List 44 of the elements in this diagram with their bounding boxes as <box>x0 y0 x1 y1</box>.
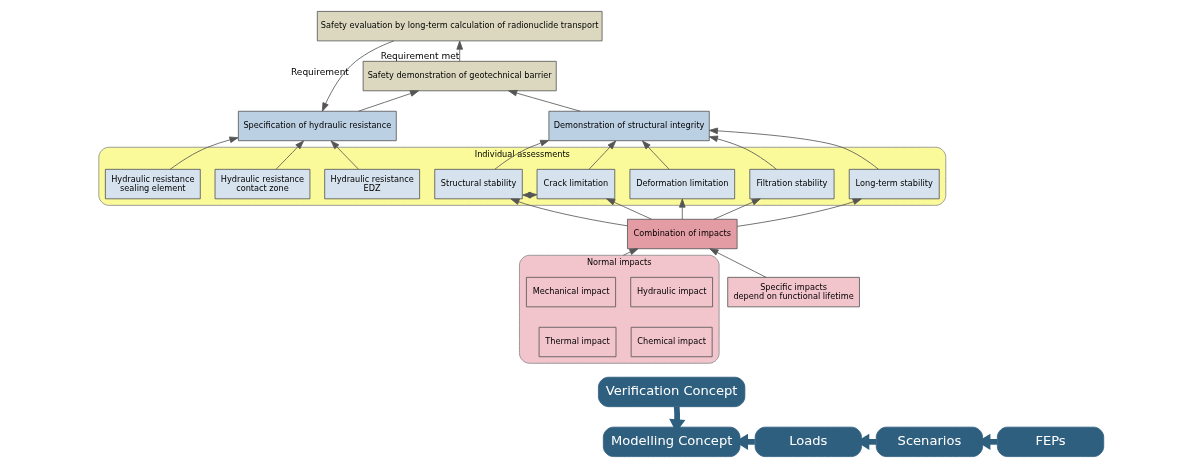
node-box: FEPs <box>996 426 1105 457</box>
arrow <box>679 198 686 220</box>
arrow <box>330 140 359 170</box>
arrow <box>358 90 420 112</box>
arrow <box>713 198 761 220</box>
arrow <box>709 248 767 278</box>
node-box: Hydraulic resistance contact zone <box>214 168 311 200</box>
node-box: Safety evaluation by long-term calculation of radionuclide transport <box>316 11 603 42</box>
arrow <box>606 198 652 220</box>
node-box: Specification of hydraulic resistance <box>237 110 397 142</box>
node-box: Crack limitation <box>536 168 616 200</box>
arrow <box>736 198 862 227</box>
node-box: Structural stability <box>434 168 523 200</box>
node-box: Chemical impact <box>630 326 713 358</box>
arrow <box>456 40 463 62</box>
node-box: Mechanical impact <box>526 276 616 308</box>
node-box: Safety demonstration of geotechnical barrier <box>362 60 557 92</box>
node-box: Demonstration of structural integrity <box>548 110 710 142</box>
node-box: Hydraulic resistance EDZ <box>324 168 420 200</box>
node-box: Specific impacts depend on functional lifetime <box>727 276 860 308</box>
edge-label: Requirement <box>291 66 349 77</box>
arrow <box>622 248 639 256</box>
arrow <box>708 127 879 170</box>
node-box: Combination of impacts <box>627 218 738 250</box>
node-box: Filtration stability <box>749 168 835 200</box>
node-box: Thermal impact <box>538 326 617 358</box>
node-box: Modelling Concept <box>602 426 741 457</box>
arrow <box>275 140 304 170</box>
node-box: Deformation limitation <box>629 168 736 200</box>
arrow <box>588 140 617 170</box>
arrow <box>321 40 395 112</box>
arrow <box>169 136 239 170</box>
arrow <box>510 198 628 227</box>
node-box: Verification Concept <box>598 376 746 408</box>
arrow <box>642 140 670 170</box>
node-box: Scenarios <box>875 426 983 457</box>
arrow <box>708 135 777 170</box>
node-box: Hydraulic resistance sealing element <box>104 168 201 200</box>
edge-label: Requirement met <box>380 50 460 61</box>
arrow <box>508 89 581 112</box>
arrow <box>494 139 550 170</box>
node-box: Hydraulic impact <box>630 276 713 308</box>
node-box: Long-term stability <box>848 168 940 200</box>
node-box: Loads <box>754 426 862 457</box>
